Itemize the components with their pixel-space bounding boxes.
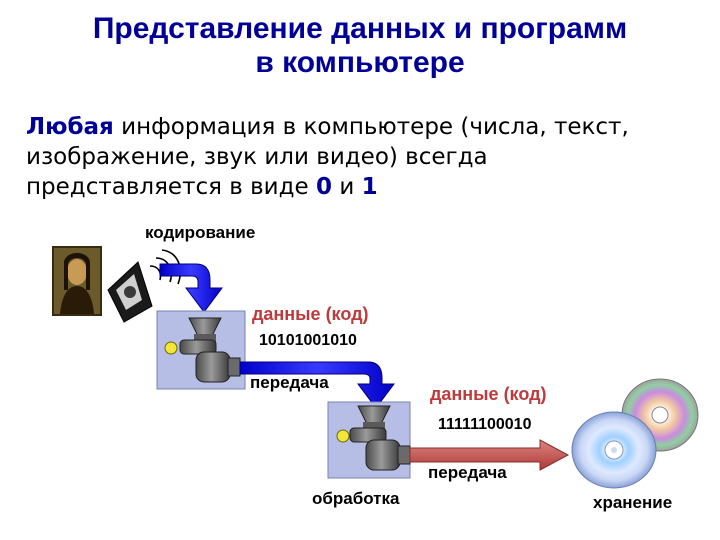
data-label-2: данные (код): [430, 384, 547, 404]
code-value-1: 10101001010: [259, 332, 357, 349]
page-title: Представление данных и программ в компью…: [0, 12, 720, 80]
intro-body: информация в компьютере (числа, текст, и…: [26, 114, 629, 200]
intro-zero: 0: [316, 174, 333, 200]
title-line-1: Представление данных и программ: [92, 12, 628, 45]
transfer-label-1: передача: [250, 373, 329, 392]
mona-lisa-image: [52, 246, 102, 316]
transfer-arrow-1: [239, 361, 395, 409]
encoding-arrow: [159, 263, 223, 313]
data-label-1: данные (код): [252, 304, 369, 324]
processor-machine-1: [156, 310, 246, 390]
intro-one: 1: [361, 174, 378, 200]
storage-label: хранение: [593, 493, 673, 512]
intro-and: и: [332, 174, 362, 200]
speaker-icon: [107, 249, 182, 323]
intro-emphasis: Любая: [26, 114, 114, 140]
processing-label: обработка: [312, 489, 400, 508]
transfer-arrow-2: [409, 439, 570, 471]
intro-text: Любая информация в компьютере (числа, те…: [26, 112, 686, 202]
title-line-2: в компьютере: [255, 46, 465, 79]
discs-icon: [571, 378, 699, 489]
processor-machine-2: [327, 401, 411, 479]
encoding-label: кодирование: [145, 223, 256, 242]
code-value-2: 11111100010: [438, 416, 532, 433]
transfer-label-2: передача: [428, 463, 507, 482]
